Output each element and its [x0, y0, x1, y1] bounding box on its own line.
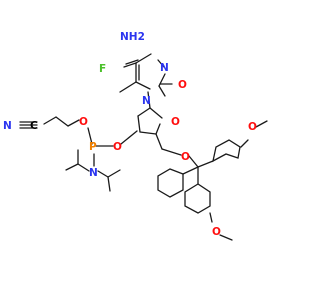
nh2-label: NH2 [120, 31, 145, 43]
ring-nitrogen-bottom-label: N [142, 95, 151, 107]
methoxy-oxygen-top-label: O [248, 121, 257, 133]
ring-nitrogen-top-label: N [160, 62, 169, 74]
nitrile-nitrogen-label: N [3, 120, 12, 132]
cytosine-ring [119, 53, 173, 109]
amine-nitrogen-label: N [89, 167, 98, 179]
phosphoramidite-chain [19, 116, 138, 192]
trityl-group [155, 120, 268, 241]
phosphorus-label: P [89, 141, 97, 153]
furanose-oxygen-label: O [171, 116, 180, 128]
cyanoethyl-oxygen-label: O [79, 116, 88, 128]
atom-labels: NH2 F N N O O N C O P O N O O O [3, 31, 257, 238]
carbonyl-oxygen-label: O [178, 79, 187, 91]
nitrile-carbon-label: C [30, 120, 38, 132]
methoxy-oxygen-bottom-label: O [212, 226, 221, 238]
molecule-diagram: NH2 F N N O O N C O P O N O O O [3, 31, 268, 241]
trityl-oxygen-label: O [181, 151, 190, 163]
fluorine-label: F [99, 63, 106, 75]
furanose-ring [137, 107, 163, 135]
structure-svg: NH2 F N N O O N C O P O N O O O [3, 31, 268, 241]
sugar-oxygen-label: O [113, 141, 122, 153]
